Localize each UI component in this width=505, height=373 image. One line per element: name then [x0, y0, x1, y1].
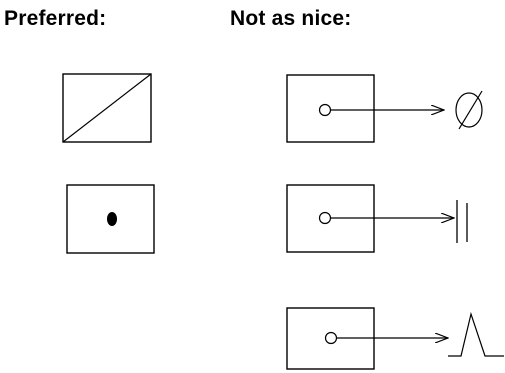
box-outline — [286, 74, 375, 143]
hollow-dot — [318, 103, 332, 117]
not-as-nice-peak — [286, 307, 504, 370]
box-outline — [62, 73, 152, 143]
not-as-nice-heading: Not as nice: — [230, 7, 352, 30]
empty-set-slash — [458, 90, 483, 130]
preferred-box-diagonal — [62, 73, 152, 143]
box-outline — [66, 184, 155, 254]
not-as-nice-double-bar — [286, 184, 468, 253]
preferred-box-dot — [66, 184, 155, 254]
filled-dot — [107, 212, 117, 226]
hollow-dot — [324, 331, 338, 345]
hollow-dot — [318, 211, 332, 225]
peak-spike — [448, 311, 504, 357]
not-as-nice-empty-set — [286, 74, 483, 143]
diagonal-slash — [62, 73, 152, 143]
preferred-heading: Preferred: — [4, 7, 107, 30]
empty-set-circle — [455, 92, 483, 128]
